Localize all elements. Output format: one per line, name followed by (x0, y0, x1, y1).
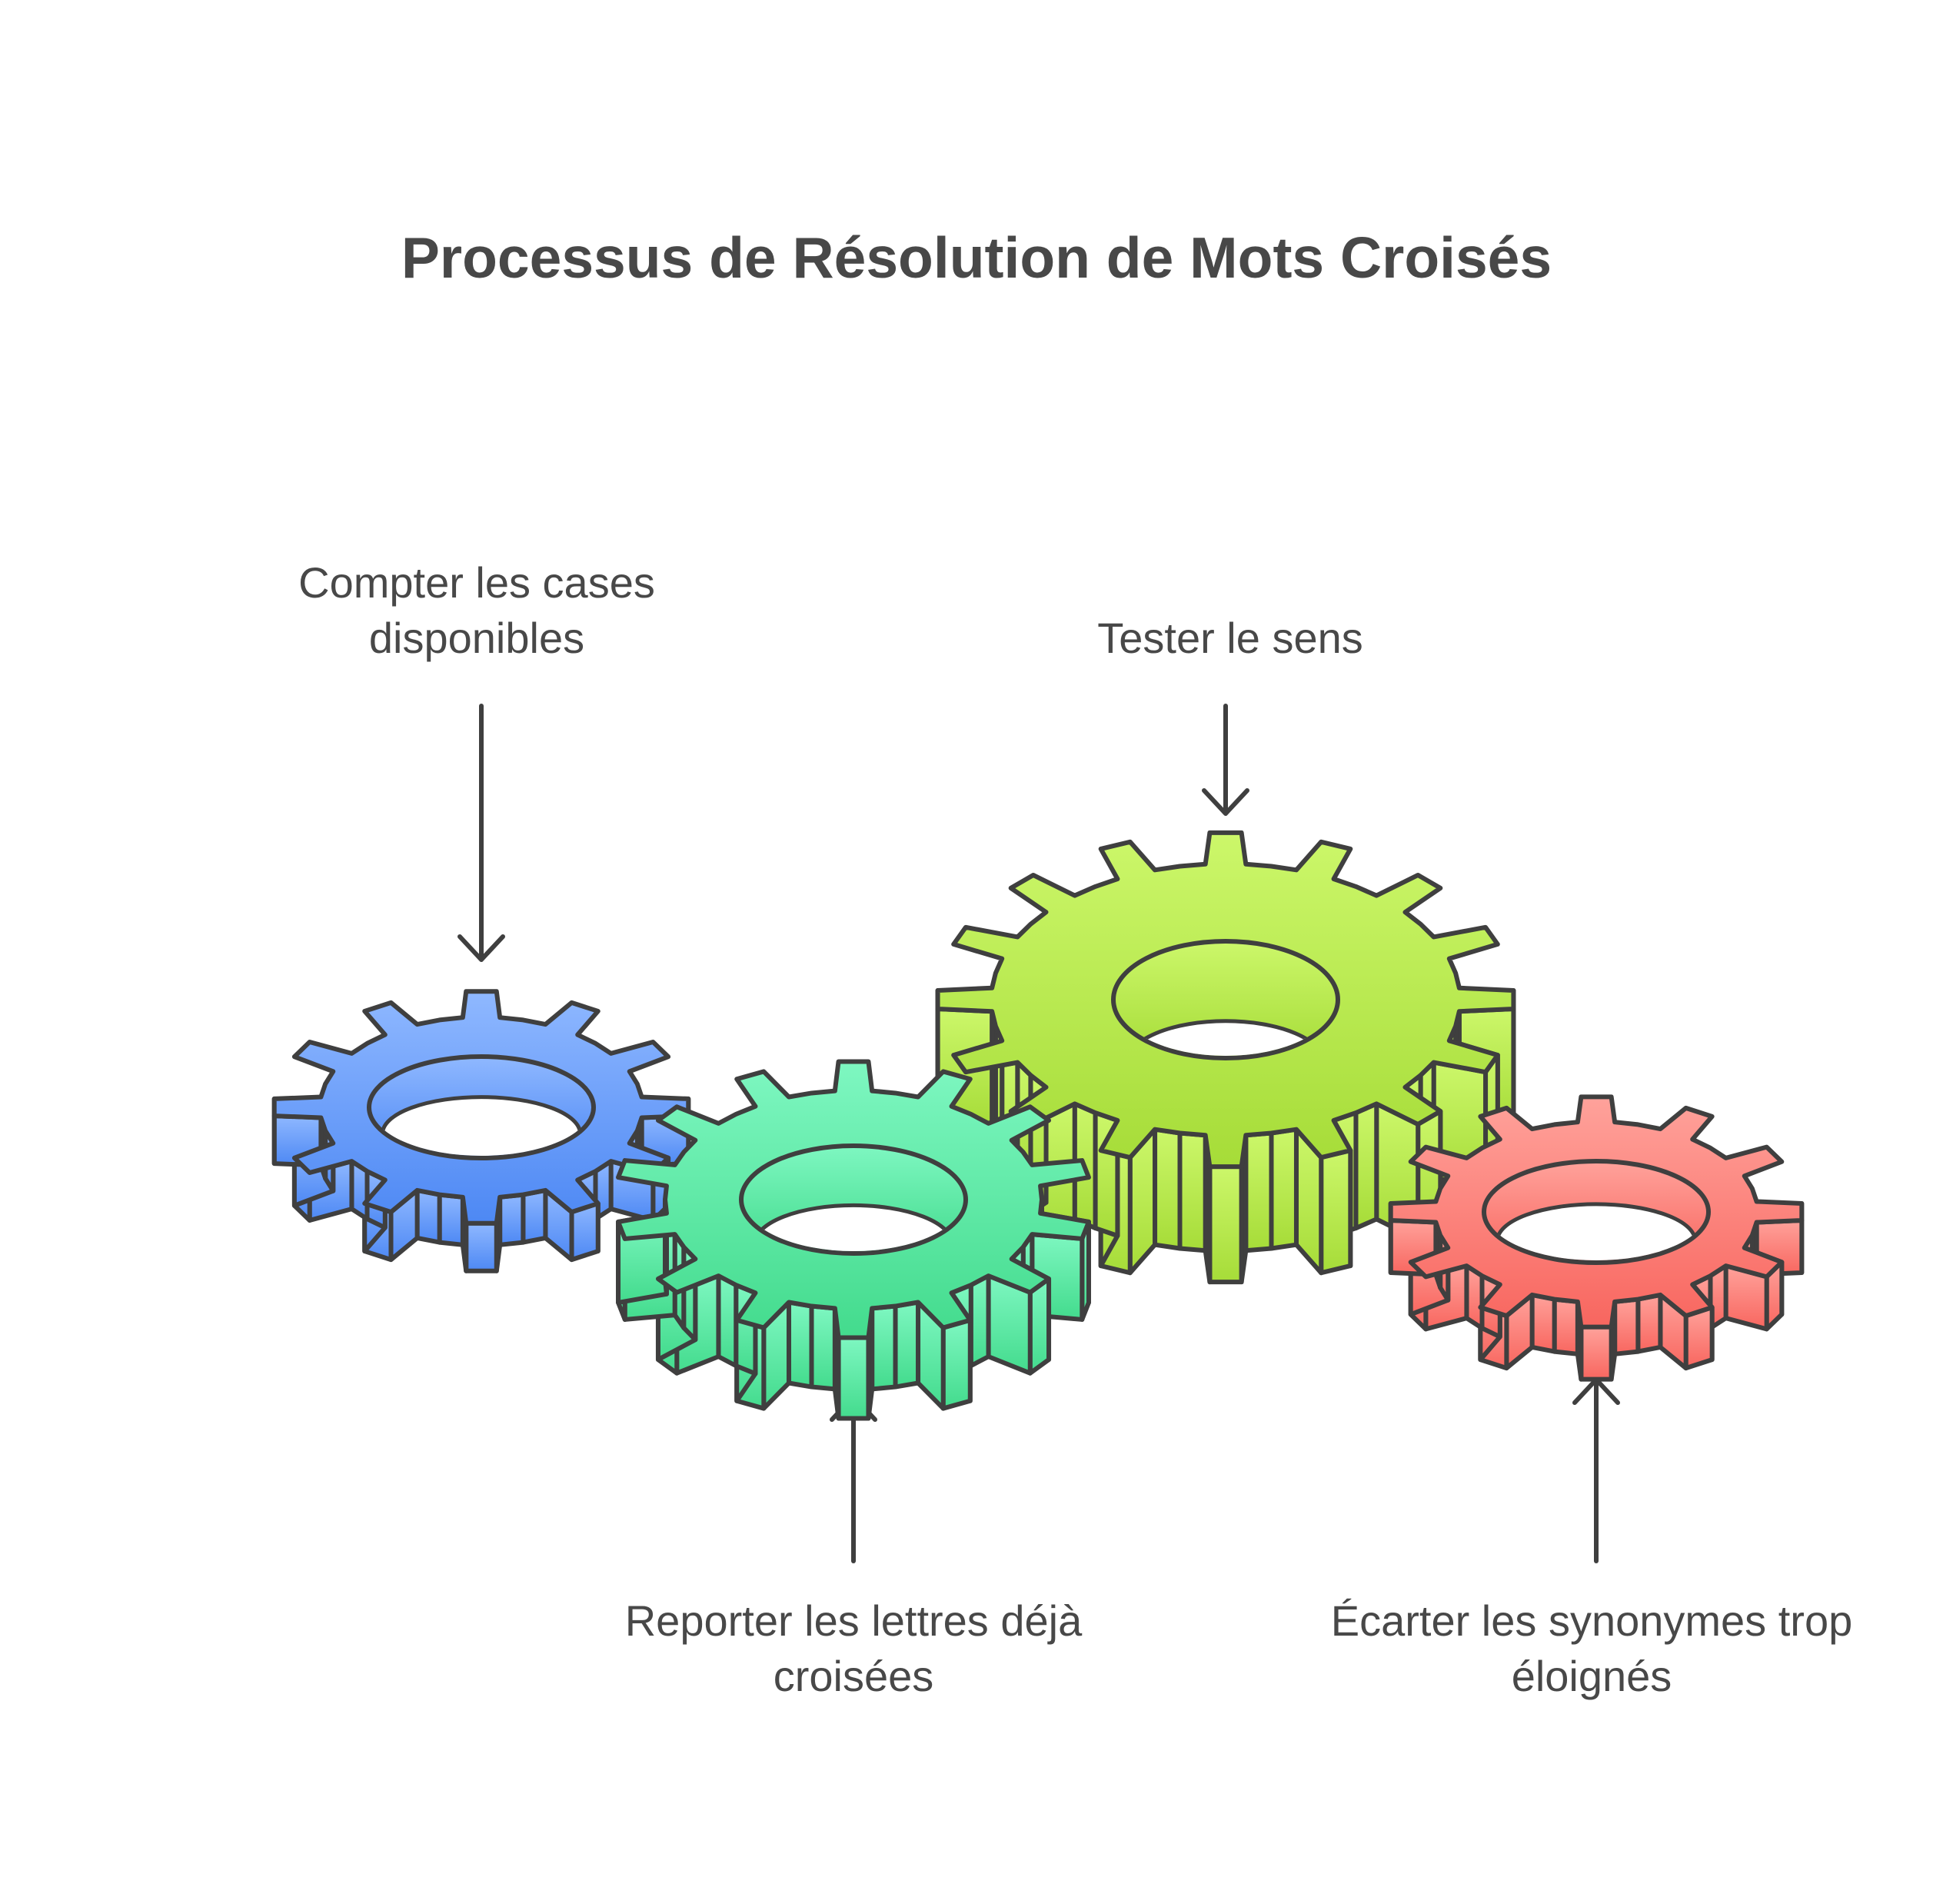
step-label-test-meaning: Tester le sens (1097, 614, 1363, 662)
arrow-step-4 (1572, 1377, 1620, 1563)
gear-green (616, 1059, 1091, 1421)
step-label-count-cells: Compter les cases disponibles (298, 558, 655, 662)
arrow-step-1 (457, 704, 505, 962)
arrow-step-3 (830, 1394, 877, 1563)
gear-red (1388, 1094, 1805, 1382)
step-label-report-letters: Reporter les lettres déjà croisées (624, 1596, 1083, 1700)
step-label-discard-synonyms: Écarter les synonymes trop éloignés (1330, 1596, 1853, 1700)
arrow-step-2 (1202, 704, 1249, 816)
diagram-title: Processus de Résolution de Mots Croisés (401, 225, 1552, 290)
